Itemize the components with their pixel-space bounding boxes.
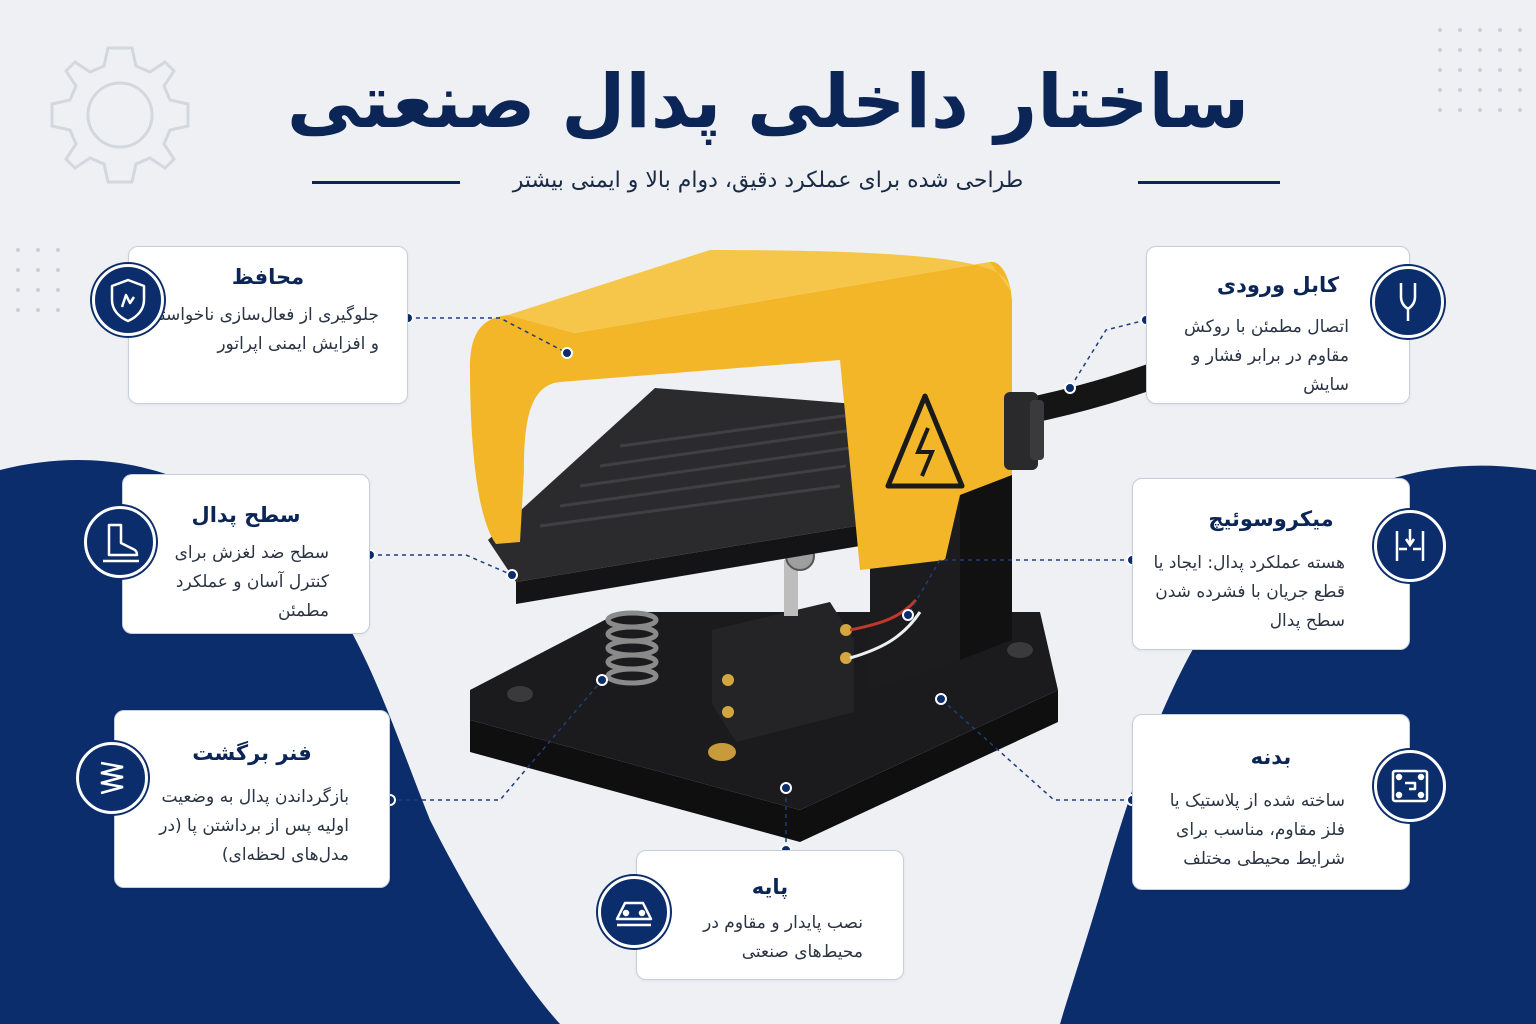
- pedal-surface: [488, 388, 868, 604]
- pedal-surface-title: سطح پدال: [191, 503, 301, 527]
- guard-badge: [92, 264, 164, 336]
- input-cable-title: کابل ورودی: [1216, 273, 1340, 297]
- safety-guard: [470, 250, 1012, 570]
- base-title: پایه: [751, 875, 789, 899]
- base-card: پایه نصب پایدار و مقاوم در محیط‌های صنعت…: [636, 850, 904, 980]
- cable-icon: [1399, 283, 1417, 321]
- input-cable-description: اتصال مطمئن با روکش مقاوم در برابر فشار …: [1184, 317, 1349, 395]
- guard-card: محافظ جلوگیری از فعال‌سازی ناخواسته و اف…: [128, 246, 408, 404]
- return-spring-badge: [76, 742, 148, 814]
- return-spring-title: فنر برگشت: [192, 741, 312, 765]
- dot-pattern-right: [1438, 28, 1522, 112]
- subtitle-rule-left: [312, 181, 460, 184]
- base-description: نصب پایدار و مقاوم در محیط‌های صنعتی: [703, 913, 863, 962]
- body-title: بدنه: [1250, 745, 1292, 769]
- pedal-surface-badge: [84, 506, 156, 578]
- return-spring-card: فنر برگشت بازگرداندن پدال به وضعیت اولیه…: [114, 710, 390, 888]
- pedal-surface-description: سطح ضد لغزش برای کنترل آسان و عملکرد مطم…: [174, 543, 329, 621]
- switch-contacts-icon: [1395, 529, 1425, 561]
- input-cable-card: کابل ورودی اتصال مطمئن با روکش مقاوم در …: [1146, 246, 1410, 404]
- guard-title: محافظ: [231, 265, 305, 289]
- microswitch-description: هسته عملکرد پدال: ایجاد یا قطع جریان با …: [1153, 553, 1345, 631]
- page-title: ساختار داخلی پدال صنعتی: [286, 59, 1250, 145]
- return-spring: [605, 610, 659, 686]
- microswitch-card: میکروسوئیچ هسته عملکرد پدال: ایجاد یا قط…: [1132, 478, 1410, 650]
- return-spring-description: بازگرداندن پدال به وضعیت اولیه پس از برد…: [159, 787, 349, 865]
- subtitle-rule-right: [1138, 181, 1280, 184]
- body-badge: [1374, 750, 1446, 822]
- gear-icon: [50, 46, 190, 184]
- page-subtitle: طراحی شده برای عملکرد دقیق، دوام بالا و …: [512, 168, 1024, 193]
- boot-icon: [103, 523, 139, 563]
- guard-description: جلوگیری از فعال‌سازی ناخواسته و افزایش ا…: [151, 305, 379, 354]
- warning-triangle: [885, 393, 965, 489]
- body-card: بدنه ساخته شده از پلاستیک یا فلز مقاوم، …: [1132, 714, 1410, 890]
- input-cable-badge: [1372, 266, 1444, 338]
- dot-pattern-left: [16, 248, 60, 312]
- base-plate-icon: [615, 901, 653, 927]
- cable-gland: [1004, 392, 1044, 470]
- body-description: ساخته شده از پلاستیک یا فلز مقاوم، مناسب…: [1169, 791, 1345, 869]
- spring-icon: [100, 761, 124, 795]
- base-badge: [598, 876, 670, 948]
- pedal-surface-card: سطح پدال سطح ضد لغزش برای کنترل آسان و ع…: [122, 474, 370, 634]
- shield-hand-icon: [110, 278, 146, 323]
- microswitch-badge: [1374, 510, 1446, 582]
- circuit-board-icon: [1391, 769, 1429, 803]
- microswitch-title: میکروسوئیچ: [1208, 507, 1334, 531]
